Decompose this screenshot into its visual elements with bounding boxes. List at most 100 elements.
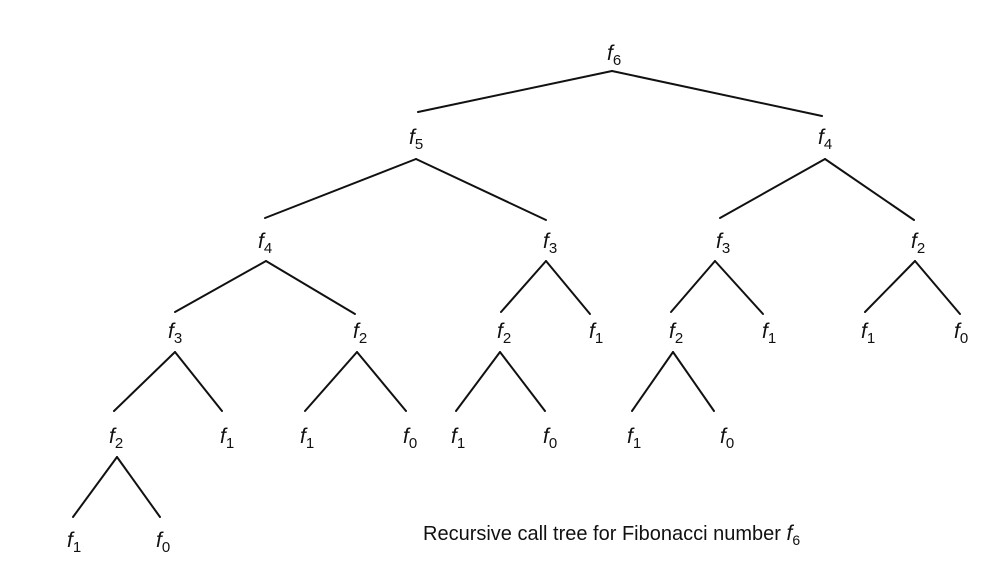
tree-node-n2a: f2 [911,230,925,257]
node-symbol: f [669,320,677,343]
node-symbol: f [861,320,869,343]
caption-symbol: f [786,522,793,545]
tree-edge-n2c-n0c [499,351,546,412]
node-subscript: 0 [960,330,968,347]
node-subscript: 1 [768,330,776,347]
diagram-caption: Recursive call tree for Fibonacci number… [423,522,801,548]
node-subscript: 3 [174,330,182,347]
tree-node-n1c: f1 [861,320,875,347]
node-symbol: f [607,42,615,65]
node-symbol: f [409,126,417,149]
tree-node-n5: f5 [409,126,423,153]
node-symbol: f [109,425,117,448]
tree-node-n2e: f2 [109,425,123,452]
node-symbol: f [589,320,597,343]
tree-edge-n4-n2b [265,260,356,315]
tree-edge-n2a-n0a [914,260,961,315]
tree-node-n3c: f3 [168,320,182,347]
tree-edge-n2e-n1h [72,456,118,518]
node-subscript: 4 [824,136,832,153]
tree-edge-n2c-n1f [455,351,501,412]
tree-node-n1e: f1 [300,425,314,452]
node-symbol: f [156,529,164,552]
tree-node-n0d: f0 [720,425,734,452]
tree-node-n4: f4 [258,230,272,257]
tree-node-n2b: f2 [353,320,367,347]
node-subscript: 3 [722,240,730,257]
node-subscript: 0 [549,435,557,452]
tree-edge-n4r-n2a [824,158,915,221]
node-subscript: 6 [613,52,621,69]
node-symbol: f [543,230,551,253]
tree-node-n1b: f1 [762,320,776,347]
tree-edge-n4r-n3b [719,158,826,219]
tree-edge-n3b-n2d [670,260,716,313]
tree-edge-n3b-n1b [714,260,764,315]
tree-edge-n2b-n1e [304,351,358,412]
tree-edge-n5-n4 [264,158,417,219]
node-subscript: 1 [306,435,314,452]
node-subscript: 0 [726,435,734,452]
node-symbol: f [451,425,459,448]
tree-edge-n3a-n2c [500,260,547,313]
node-symbol: f [300,425,308,448]
caption-subscript: 6 [792,532,801,548]
tree-node-n0e: f0 [156,529,170,556]
tree-edges [72,70,961,518]
tree-node-n3b: f3 [716,230,730,257]
tree-edge-n6-n4r [611,70,823,117]
tree-node-n1h: f1 [67,529,81,556]
node-subscript: 1 [633,435,641,452]
node-subscript: 4 [264,240,272,257]
tree-node-n1a: f1 [589,320,603,347]
tree-node-n1g: f1 [627,425,641,452]
node-symbol: f [627,425,635,448]
tree-node-n1d: f1 [220,425,234,452]
node-subscript: 2 [675,330,683,347]
tree-node-n0b: f0 [403,425,417,452]
node-symbol: f [716,230,724,253]
tree-edge-n3a-n1a [545,260,591,315]
node-symbol: f [67,529,75,552]
node-subscript: 1 [867,330,875,347]
node-symbol: f [403,425,411,448]
tree-node-n6: f6 [607,42,621,69]
tree-edge-n6-n5 [417,70,613,113]
tree-edge-n2d-n0d [672,351,715,412]
node-symbol: f [543,425,551,448]
node-subscript: 2 [503,330,511,347]
caption-text: Recursive call tree for Fibonacci number [423,523,787,545]
tree-edge-n2e-n0e [116,456,161,518]
node-subscript: 1 [73,539,81,556]
tree-edge-n5-n3a [415,158,547,221]
node-symbol: f [168,320,176,343]
tree-node-n0c: f0 [543,425,557,452]
tree-edge-n2a-n1c [864,260,916,313]
tree-edge-n4-n3c [174,260,267,313]
node-symbol: f [720,425,728,448]
tree-node-n1f: f1 [451,425,465,452]
node-symbol: f [497,320,505,343]
tree-edge-n2b-n0b [356,351,407,412]
node-subscript: 2 [917,240,925,257]
node-subscript: 1 [226,435,234,452]
tree-edge-n2d-n1g [631,351,674,412]
tree-edge-n3c-n2e [113,351,176,412]
tree-node-n4r: f4 [818,126,832,153]
node-subscript: 2 [115,435,123,452]
tree-node-n2d: f2 [669,320,683,347]
node-symbol: f [220,425,228,448]
node-symbol: f [818,126,826,149]
node-subscript: 0 [162,539,170,556]
tree-node-n0a: f0 [954,320,968,347]
node-subscript: 1 [457,435,465,452]
node-subscript: 1 [595,330,603,347]
node-symbol: f [258,230,266,253]
node-symbol: f [954,320,962,343]
node-symbol: f [762,320,770,343]
node-subscript: 5 [415,136,423,153]
node-subscript: 3 [549,240,557,257]
node-subscript: 0 [409,435,417,452]
